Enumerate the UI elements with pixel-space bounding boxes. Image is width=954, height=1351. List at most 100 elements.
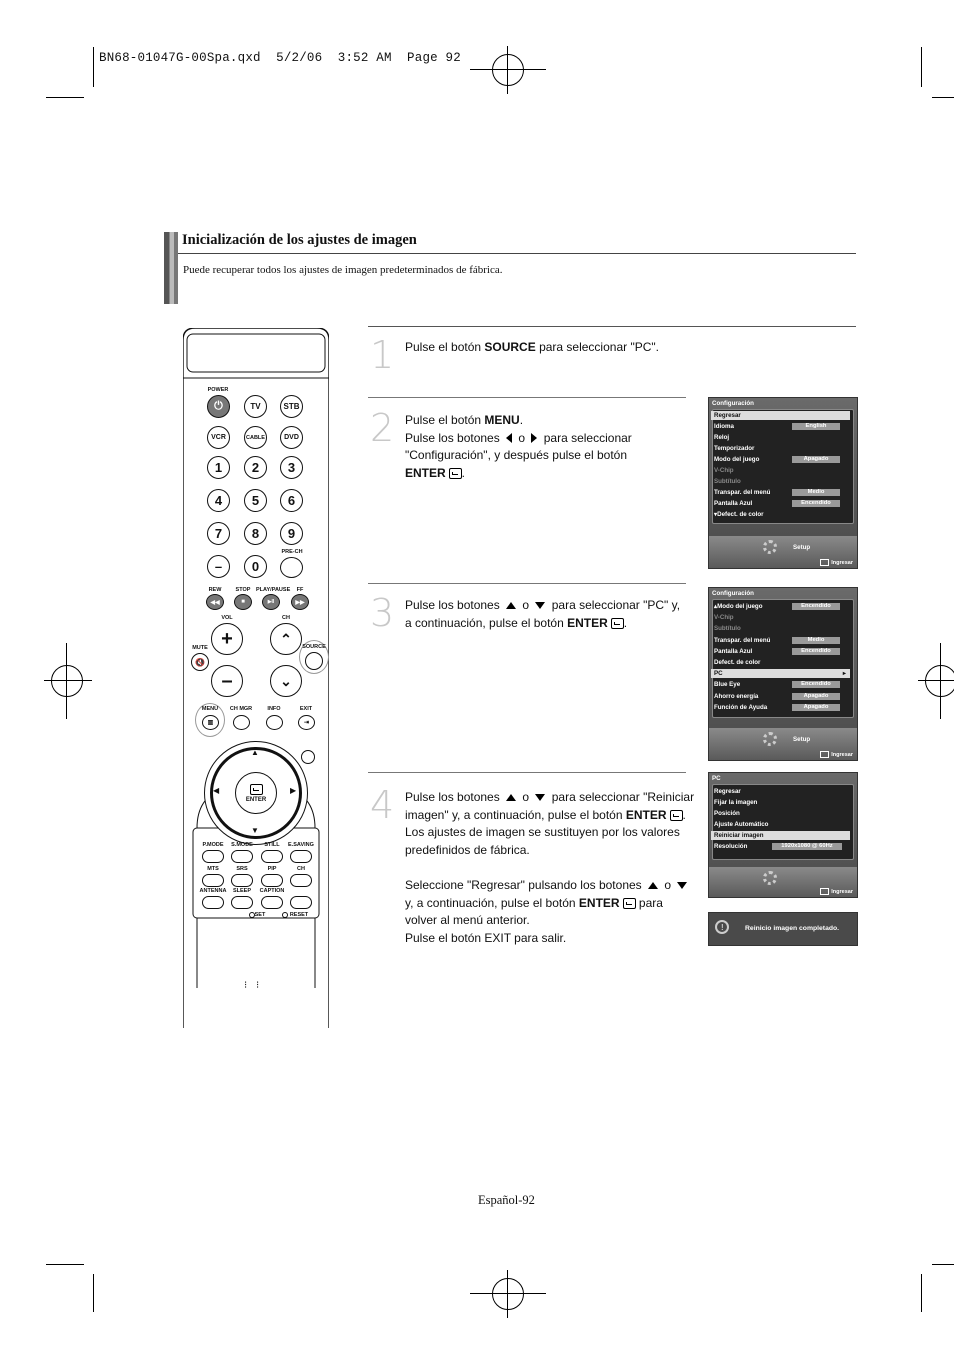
sleep-button[interactable]	[231, 896, 253, 909]
osd-menu-item[interactable]: PC▸	[711, 669, 850, 679]
osd-menu-item[interactable]: Subtítulo	[714, 624, 846, 633]
mts-button[interactable]	[202, 874, 224, 887]
osd-menu-item[interactable]: Temporizador	[714, 444, 846, 453]
osd-menu-item[interactable]: Ajuste Automático	[714, 820, 846, 829]
enter-icon	[820, 751, 830, 758]
srs-button[interactable]	[231, 874, 253, 887]
playpause-button[interactable]: ▶II	[262, 594, 280, 610]
text: "Configuración", y después pulse el botó…	[405, 448, 627, 463]
osd-item-value: 1920x1080 @ 60Hz	[772, 843, 842, 850]
ch-small-label: CH	[297, 866, 305, 872]
digit-button[interactable]: 0	[244, 555, 267, 578]
text: Ingresar	[831, 888, 853, 895]
light-button[interactable]	[301, 750, 315, 764]
digit-button[interactable]: 7	[207, 522, 230, 545]
digit-button[interactable]: 5	[244, 489, 267, 512]
registration-mark	[51, 665, 83, 697]
digit-button[interactable]: 1	[207, 456, 230, 479]
osd-item-label: Defect. de color	[714, 659, 761, 666]
step-rule	[368, 583, 686, 584]
reset-button[interactable]	[282, 912, 288, 918]
dvd-button[interactable]: DVD	[280, 426, 303, 449]
minus-button[interactable]: –	[207, 555, 230, 578]
osd-menu-item[interactable]: Regresar	[711, 411, 850, 420]
step-2-text: Pulse el botón MENU. Pulse los botones o…	[405, 412, 705, 482]
digit-button[interactable]: 9	[280, 522, 303, 545]
vol-up-button[interactable]: +	[211, 623, 243, 655]
exit-button[interactable]: ⇥	[298, 715, 315, 730]
text: Los ajustes de imagen se sustituyen por …	[405, 825, 680, 840]
osd-menu-item[interactable]: Regresar	[714, 787, 846, 796]
digit-button[interactable]: 4	[207, 489, 230, 512]
rew-button[interactable]: ◀◀	[206, 594, 224, 610]
osd-menu-item[interactable]: V-Chip	[714, 466, 846, 475]
osd-menu-item[interactable]: Reloj	[714, 433, 846, 442]
pip-button[interactable]	[261, 874, 283, 887]
enter-icon	[820, 559, 830, 566]
osd-item-value: Apagado	[792, 703, 840, 711]
stb-button[interactable]: STB	[280, 395, 303, 418]
text: Pulse el botón EXIT para salir.	[405, 930, 567, 945]
ch-up-button[interactable]: ⌃	[270, 623, 302, 655]
antenna-button[interactable]	[202, 896, 224, 909]
step-number: 4	[370, 783, 395, 827]
text: Seleccione "Regresar" pulsando los boton…	[405, 877, 645, 892]
pmode-button[interactable]	[202, 850, 224, 863]
osd-menu-item[interactable]: Fijar la imagen	[714, 798, 846, 807]
smode-button[interactable]	[231, 850, 253, 863]
digit-button[interactable]: 8	[244, 522, 267, 545]
up-arrow-icon	[648, 882, 658, 890]
text: para seleccionar "Reiniciar	[548, 790, 695, 804]
keyword: ENTER	[405, 465, 446, 480]
ff-button[interactable]: ▶▶	[291, 594, 309, 610]
esaving-button[interactable]	[290, 850, 312, 863]
vol-down-button[interactable]: –	[211, 665, 243, 697]
step-rule	[368, 326, 856, 327]
osd-item-value: Encendido	[792, 681, 840, 689]
menu-label: MENU	[201, 706, 219, 712]
down-arrow-icon	[535, 794, 546, 802]
text: Ingresar	[831, 751, 853, 758]
cable-button[interactable]: CABLE	[244, 426, 267, 449]
power-button[interactable]: ⏻	[207, 395, 230, 418]
ch-up-small-button[interactable]	[290, 874, 312, 887]
menu-button[interactable]: ▥	[202, 715, 219, 730]
text: para	[635, 895, 663, 910]
mute-button[interactable]: 🔇	[191, 653, 209, 671]
chmgr-button[interactable]	[233, 715, 250, 730]
osd-menu-item[interactable]: ▾Defect. de color	[714, 510, 846, 519]
caption-button[interactable]	[261, 896, 283, 909]
enter-button[interactable]: ENTER	[235, 772, 277, 814]
digit-button[interactable]: 6	[280, 489, 303, 512]
ch-down-small-button[interactable]	[290, 896, 312, 909]
osd-menu-item[interactable]: Posición	[714, 809, 846, 818]
tv-button[interactable]: TV	[244, 395, 267, 418]
osd-menu-item[interactable]: Defect. de color	[714, 658, 846, 667]
ch-down-button[interactable]: ⌄	[270, 665, 302, 697]
set-button[interactable]	[249, 912, 255, 918]
info-button[interactable]	[266, 715, 283, 730]
source-button[interactable]	[305, 652, 323, 670]
osd-menu-item[interactable]: Subtítulo	[714, 477, 846, 486]
still-button[interactable]	[261, 850, 283, 863]
keyword: ENTER	[578, 895, 620, 910]
digit-button[interactable]: 3	[280, 456, 303, 479]
stop-button[interactable]: ■	[234, 594, 252, 610]
text: Pulse los botones	[405, 598, 504, 612]
digit-button[interactable]: 2	[244, 456, 267, 479]
vcr-button[interactable]: VCR	[207, 426, 230, 449]
osd-menu-item[interactable]: Reiniciar imagen	[711, 831, 850, 840]
prech-button[interactable]	[280, 557, 303, 578]
osd-menu-item[interactable]: V-Chip	[714, 613, 846, 622]
